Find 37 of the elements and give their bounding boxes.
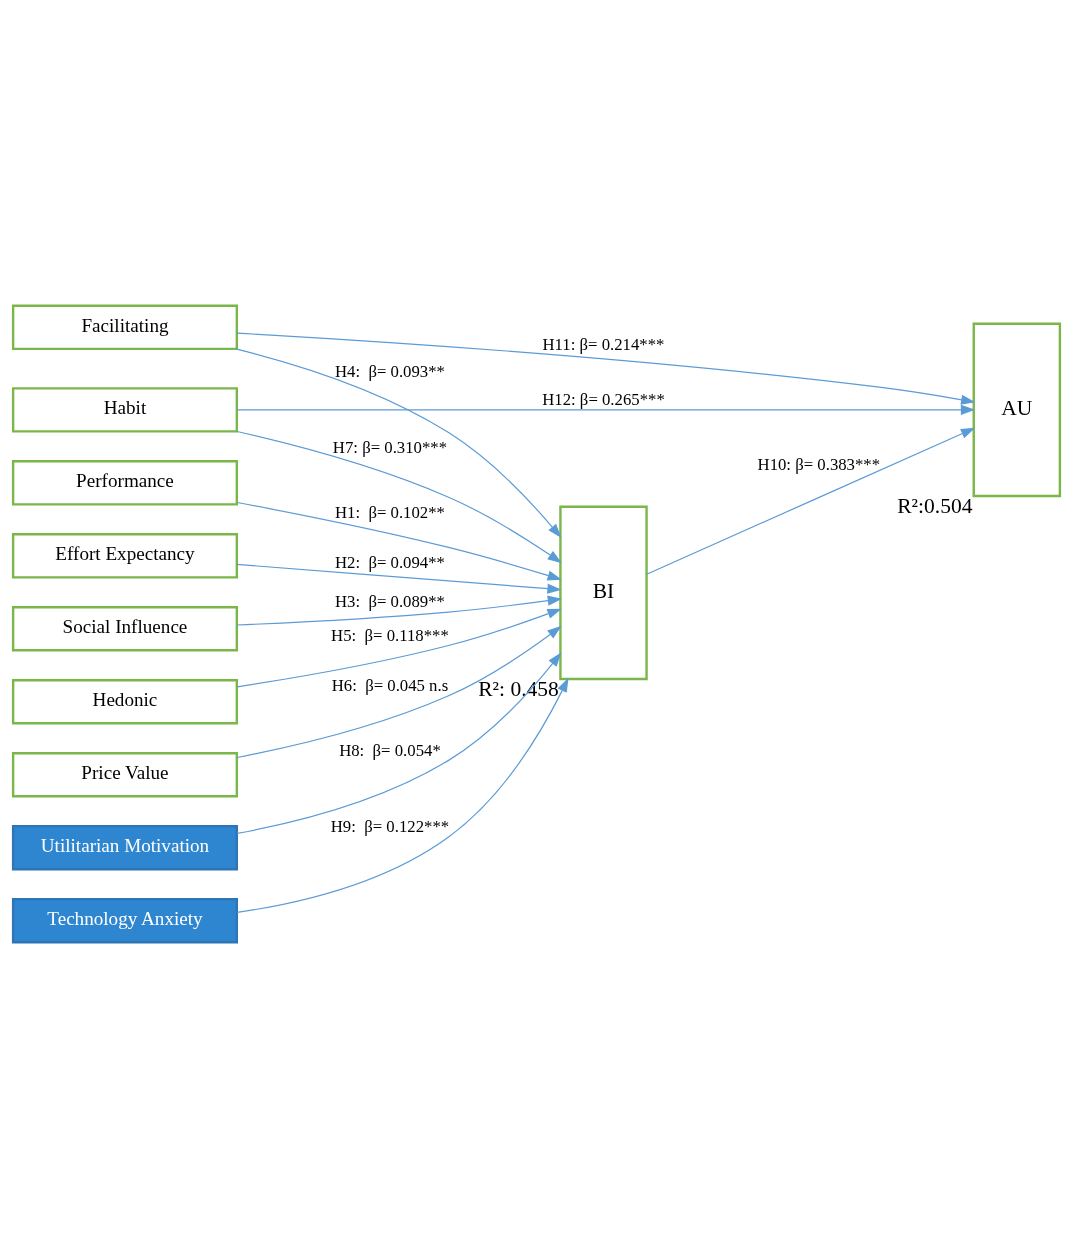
arrow xyxy=(236,595,563,626)
arrow xyxy=(236,608,562,687)
node-box: Performance xyxy=(11,459,239,506)
arrow xyxy=(236,501,562,580)
arrow xyxy=(236,404,976,415)
edge-label: H12: β= 0.265*** xyxy=(542,389,665,409)
node-box: Technology Anxiety xyxy=(11,897,239,943)
node-box: Price Value xyxy=(11,751,239,797)
node-box: Utilitarian Motivation xyxy=(11,824,239,870)
node-box: Facilitating xyxy=(11,304,239,350)
arrow xyxy=(236,651,562,834)
arrow xyxy=(236,332,976,405)
node-label: R²:0.504 xyxy=(897,493,973,518)
node-box: AU xyxy=(972,322,1062,497)
edge-label: H6: β= 0.045 n.s xyxy=(331,675,449,695)
arrow xyxy=(236,677,569,913)
node-box: Habit xyxy=(11,386,239,433)
node-box: Hedonic xyxy=(11,678,239,724)
node-box: Social Influence xyxy=(11,605,239,651)
edge-label: H9: β= 0.122*** xyxy=(330,816,450,836)
edge-label: H10: β= 0.383*** xyxy=(757,454,881,474)
node-label: R²: 0.458 xyxy=(478,676,559,701)
arrow xyxy=(236,430,562,563)
arrow xyxy=(236,625,562,758)
edge-label: H1: β= 0.102** xyxy=(334,502,445,522)
edge-label: H4: β= 0.093** xyxy=(334,361,445,381)
arrow xyxy=(236,563,562,594)
edge-label: H2: β= 0.094** xyxy=(334,552,445,572)
arrow xyxy=(646,427,976,575)
arrow xyxy=(235,347,562,538)
edge-label: H5: β= 0.118*** xyxy=(331,625,449,645)
edge-label: H11: β= 0.214*** xyxy=(542,334,665,354)
edge-label: H7: β= 0.310*** xyxy=(332,437,448,457)
node-box: BI xyxy=(559,505,648,680)
edge-label: H8: β= 0.054* xyxy=(339,740,441,760)
node-box: Effort Expectancy xyxy=(11,532,239,579)
edge-label: H3: β= 0.089** xyxy=(334,591,445,611)
